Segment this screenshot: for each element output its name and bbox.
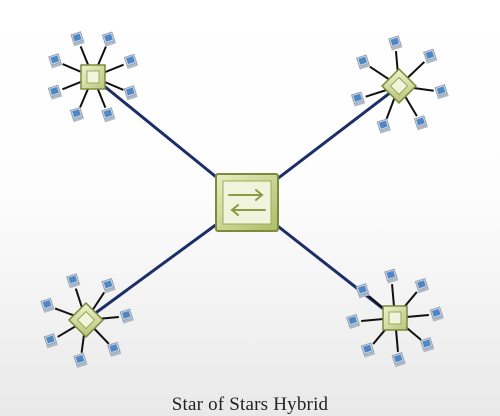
computer-icon xyxy=(423,48,438,64)
computer-icon xyxy=(413,115,429,131)
computer-icon xyxy=(434,84,449,100)
computer-icon xyxy=(360,342,376,358)
computer-icon xyxy=(66,273,81,289)
computer-icon xyxy=(70,31,85,47)
computer-icon xyxy=(388,35,403,51)
star-bottom-left-hub-icon xyxy=(67,301,105,339)
hubs xyxy=(67,64,418,339)
computer-icon xyxy=(346,313,361,330)
computer-icon xyxy=(119,308,134,324)
computer-icon xyxy=(47,84,63,100)
computer-icon xyxy=(73,352,88,369)
computers xyxy=(40,31,449,369)
star-top-left-hub-icon xyxy=(80,64,106,90)
computer-icon xyxy=(48,53,63,69)
diagram-caption: Star of Stars Hybrid xyxy=(171,394,329,415)
computer-icon xyxy=(107,341,122,358)
computer-icon xyxy=(123,53,139,70)
star-top-right-hub-icon xyxy=(380,67,418,105)
computer-icon xyxy=(429,306,444,322)
central-switch-icon xyxy=(215,173,279,232)
computer-icon xyxy=(384,268,399,284)
computer-icon xyxy=(101,107,116,123)
computer-icon xyxy=(43,333,58,349)
star-bottom-right-hub-icon xyxy=(382,305,408,331)
computer-icon xyxy=(391,352,406,368)
computer-icon xyxy=(376,118,391,134)
computer-icon xyxy=(355,283,370,299)
computer-icon xyxy=(356,54,371,70)
computer-icon xyxy=(350,91,366,107)
computer-icon xyxy=(101,278,116,294)
computer-icon xyxy=(40,297,55,314)
computer-icon xyxy=(420,337,435,353)
computer-icon xyxy=(101,31,117,47)
computer-icon xyxy=(123,85,138,101)
computer-icon xyxy=(414,278,430,294)
computer-icon xyxy=(69,106,85,123)
